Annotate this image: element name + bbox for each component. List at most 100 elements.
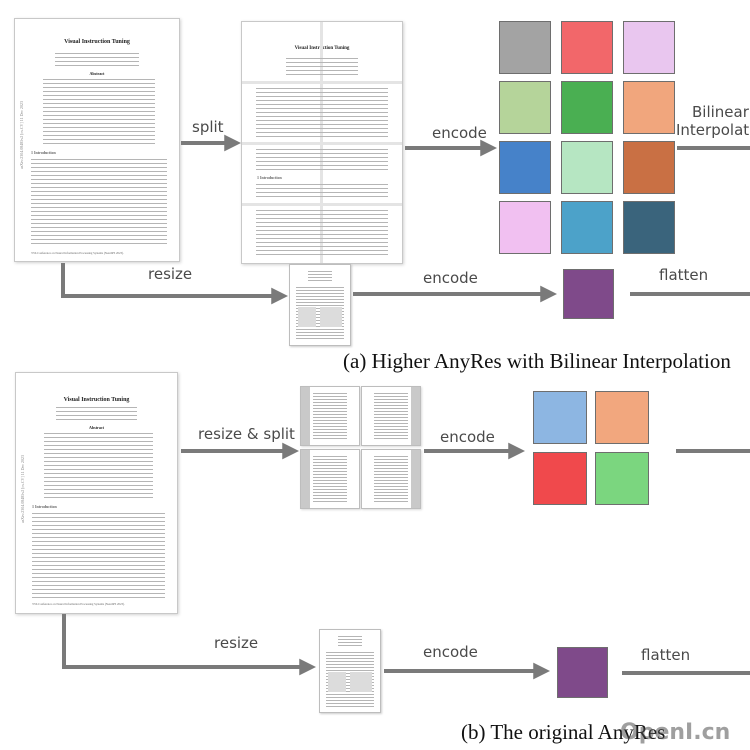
text-line [256, 210, 388, 211]
text-line [313, 468, 347, 469]
text-line [374, 495, 408, 496]
text-line [43, 79, 155, 80]
text-line [43, 91, 155, 92]
text-line [286, 66, 358, 67]
text-line [296, 329, 344, 330]
text-line [374, 435, 408, 436]
encode-label-a2: encode [423, 269, 478, 287]
text-line [256, 124, 388, 125]
text-line [374, 414, 408, 415]
grid-a-tile-1 [499, 21, 551, 74]
interp-label-line2: Interpolation [676, 121, 750, 139]
paper-title-a: Visual Instruction Tuning [64, 39, 130, 45]
text-line [44, 445, 153, 446]
text-line [313, 408, 347, 409]
text-line [296, 305, 344, 306]
text-line [32, 561, 165, 562]
text-line [313, 477, 347, 478]
grid-a-tile-10 [499, 201, 551, 254]
text-line [313, 483, 347, 484]
text-line [32, 545, 165, 546]
text-line [374, 489, 408, 490]
text-line [256, 88, 388, 89]
text-line [32, 565, 165, 566]
text-line [326, 697, 374, 698]
text-line [326, 706, 374, 707]
text-line [256, 246, 388, 247]
split-paper-a: Visual Instruction Tuning 1 Introduction [241, 21, 403, 264]
text-line [326, 700, 374, 701]
resized-crop-bottom-left [300, 449, 360, 509]
text-line [313, 396, 347, 397]
text-line [313, 498, 347, 499]
text-line [256, 192, 388, 193]
text-line [313, 411, 347, 412]
text-line [32, 585, 165, 586]
text-line [313, 429, 347, 430]
text-line [326, 655, 374, 656]
text-line [256, 196, 388, 197]
text-line [43, 123, 155, 124]
text-line [43, 103, 155, 104]
grid-a-tile-4 [499, 81, 551, 134]
text-line [313, 471, 347, 472]
text-line [31, 227, 167, 228]
text-line [256, 250, 388, 251]
text-line [256, 226, 388, 227]
grid-a-tile-2 [561, 21, 613, 74]
text-line [32, 529, 165, 530]
text-line [326, 652, 374, 653]
text-line [313, 432, 347, 433]
thumbnail-figure [350, 672, 372, 692]
grid-a-tile-3 [623, 21, 675, 74]
text-line [256, 169, 388, 170]
text-line [374, 408, 408, 409]
text-line [256, 234, 388, 235]
text-line [256, 222, 388, 223]
text-line [32, 589, 165, 590]
text-line [256, 238, 388, 239]
text-line [256, 157, 388, 158]
text-line [44, 441, 153, 442]
flatten-label-a: flatten [659, 266, 709, 284]
text-line [32, 537, 165, 538]
text-line [286, 62, 358, 63]
text-line [31, 175, 167, 176]
text-line [286, 70, 358, 71]
text-line [31, 219, 167, 220]
grid-a-tile-8 [561, 141, 613, 194]
text-line [313, 465, 347, 466]
text-line [374, 399, 408, 400]
grid-a-tile-11 [561, 201, 613, 254]
text-line [374, 426, 408, 427]
text-line [374, 471, 408, 472]
text-line [31, 199, 167, 200]
text-line [31, 203, 167, 204]
text-line [313, 399, 347, 400]
text-line [31, 223, 167, 224]
global-token-a [563, 269, 614, 319]
text-line [296, 335, 344, 336]
text-line [374, 402, 408, 403]
text-line [32, 557, 165, 558]
text-line [313, 489, 347, 490]
split-divider-h2 [242, 142, 402, 145]
text-line [374, 396, 408, 397]
text-line [286, 58, 358, 59]
text-line [374, 465, 408, 466]
text-line [44, 489, 153, 490]
text-line [313, 438, 347, 439]
text-line [44, 433, 153, 434]
resized-thumbnail-a [289, 264, 351, 346]
text-line [374, 432, 408, 433]
grid-a-tile-9 [623, 141, 675, 194]
text-line [44, 461, 153, 462]
thumbnail-figure [320, 307, 342, 327]
text-line [374, 417, 408, 418]
paper-footnote-a: 37th Conference on Neural Information Pr… [31, 251, 124, 255]
encode-label-b: encode [440, 428, 495, 446]
text-line [296, 302, 344, 303]
flatten-label-b: flatten [641, 646, 691, 664]
text-line [374, 411, 408, 412]
text-line [44, 449, 153, 450]
